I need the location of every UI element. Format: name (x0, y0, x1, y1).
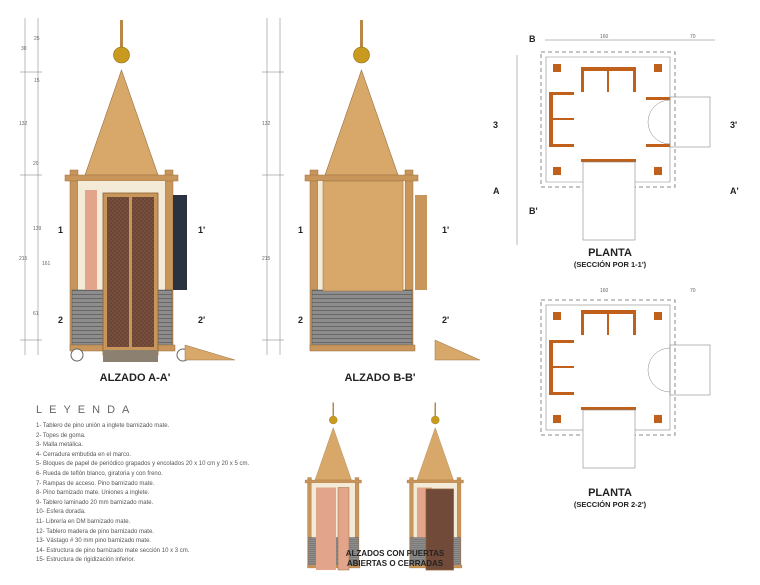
legend-item: 15- Estructura de rigidización inferior. (36, 557, 136, 564)
dim-label: 20 (33, 161, 39, 167)
section-mark: 3 (493, 120, 498, 130)
section-mark: 2' (442, 315, 449, 325)
small-elevation-closed (406, 402, 464, 571)
dim-label: 139 (33, 226, 42, 232)
small-elevation-open (304, 402, 362, 571)
legend-item: 1- Tablero de pino unión a inglete barni… (36, 423, 170, 429)
wheel-icon (70, 348, 84, 362)
section-mark: 1 (58, 225, 63, 235)
section-mark: B (529, 34, 536, 44)
elevation-a-title: ALZADO A-A' (99, 372, 171, 384)
legend-item: 3- Malla metálica. (36, 442, 84, 449)
legend-item: 10- Esfera dorada. (36, 509, 86, 516)
legend-item: 12- Tablero madera de pino barnizado mat… (36, 528, 154, 535)
dim-label: 15 (34, 78, 40, 84)
plan-2-drawing (540, 299, 711, 469)
legend-item: 9- Tablero laminado 20 mm barnizado mate… (36, 499, 154, 506)
elevation-a-drawing (64, 19, 236, 362)
elevation-a-dimensions (20, 18, 42, 355)
side-panel (85, 190, 97, 290)
dim-label: 160 (600, 34, 609, 40)
section-mark: A (493, 186, 500, 196)
dim-label: 30 (21, 46, 27, 52)
small-elevations-title-line1: ALZADOS CON PUERTAS (345, 549, 445, 558)
section-mark: B' (529, 206, 538, 216)
dim-label: 132 (262, 121, 271, 127)
plan-1-title: PLANTA (588, 247, 632, 259)
elevation-b-title: ALZADO B-B' (344, 372, 416, 384)
bookshelf (173, 195, 187, 290)
legend-title: LEYENDA (36, 404, 137, 416)
legend-item: 14- Estructura de pino barnizado mate se… (36, 547, 190, 554)
plan-1-dimensions (516, 39, 715, 245)
dim-label: 132 (19, 121, 28, 127)
legend: LEYENDA 1- Tablero de pino unión a ingle… (36, 404, 306, 566)
section-mark: 2 (58, 315, 63, 325)
section-mark: 1' (198, 225, 205, 235)
elevation-b-dimensions (262, 18, 284, 355)
section-mark: 3' (730, 120, 737, 130)
dim-label: 161 (42, 261, 51, 267)
section-mark: A' (730, 186, 739, 196)
plan-2-title: PLANTA (588, 487, 632, 499)
plan-1-subtitle: (SECCIÓN POR 1-1') (573, 260, 647, 269)
dim-label: 61 (33, 311, 39, 317)
legend-item: 7- Rampas de acceso. Pino barnizado mate… (36, 480, 155, 487)
small-elevations-title-line2: ABIERTAS O CERRADAS (346, 559, 444, 568)
dim-label: 215 (262, 256, 271, 262)
legend-item: 5- Bloques de papel de periódico grapado… (36, 461, 250, 468)
legend-item: 2- Topes de goma. (36, 432, 86, 439)
legend-item: 4- Cerradura embutida en el marco. (36, 451, 132, 458)
legend-item: 6- Rueda de teflón blanco, giratoria y c… (36, 470, 163, 477)
plan-2-subtitle: (SECCIÓN POR 2-2') (573, 500, 647, 509)
section-mark: 1 (298, 225, 303, 235)
section-mark: 2' (198, 315, 205, 325)
legend-item: 13- Vástago # 30 mm pino barnizado mate. (36, 538, 152, 545)
elevation-b-drawing (304, 19, 481, 361)
dim-label: 70 (690, 288, 696, 294)
section-mark: 1' (442, 225, 449, 235)
dim-label: 25 (34, 36, 40, 42)
dim-label: 70 (690, 34, 696, 40)
legend-item: 8- Pino barnizado mate. Uniones a inglet… (36, 490, 150, 497)
dim-label: 215 (19, 256, 28, 262)
ramp (184, 344, 236, 361)
section-mark: 2 (298, 315, 303, 325)
dim-label: 160 (600, 288, 609, 294)
plan-1-drawing (540, 51, 711, 241)
legend-item: 11- Librería en DM barnizado mate. (36, 518, 131, 525)
